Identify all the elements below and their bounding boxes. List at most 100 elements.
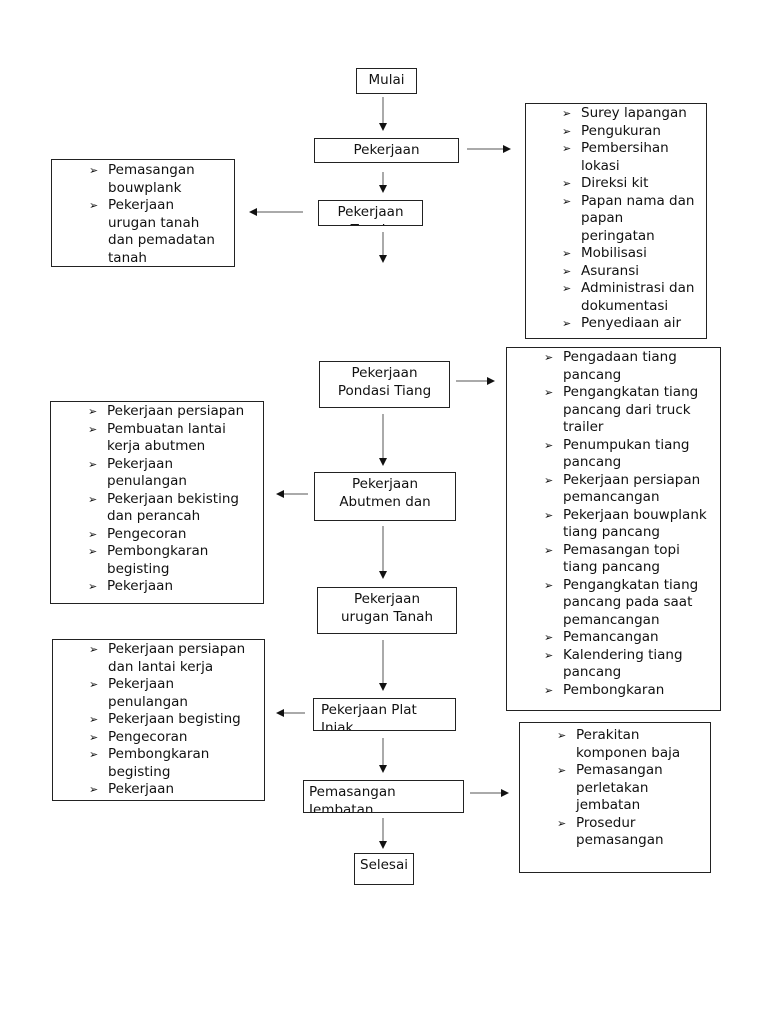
list-item-text: Pekerjaan urugan tanah dan pemadatan tan… xyxy=(108,197,215,266)
start-node: Mulai xyxy=(356,68,417,94)
list-item: ➢Mobilisasi xyxy=(562,245,698,263)
list-box-abutmen: ➢ Pekerjaan persiapan ➢ Pembuatan lantai ke… xyxy=(50,401,264,604)
list-item-text: Pekerjaan persiapan xyxy=(107,403,245,419)
list-item-text: Mobilisasi xyxy=(581,245,647,261)
list-item: ➢Pekerjaan penulangan xyxy=(88,455,257,491)
end-label: Selesai xyxy=(360,857,408,873)
list-item-text: Pekerjaan bekisting dan perancah xyxy=(107,490,239,525)
urugan-label: Pekerjaan urugan Tanah xyxy=(340,591,434,625)
list-item: ➢Pekerjaan xyxy=(88,578,257,596)
list-item-text: Pekerjaan penulangan xyxy=(107,455,187,490)
list-item-text: Pembersihan lokasi xyxy=(581,140,669,174)
arrowhead-bullet-icon: ➢ xyxy=(88,545,98,558)
arrowhead-bullet-icon: ➢ xyxy=(544,438,554,452)
list-item: ➢Pekerjaan begisting xyxy=(89,711,258,729)
list-item-text: Pekerjaan persiapan pemancangan xyxy=(563,471,701,506)
pekerjaan-label: Pekerjaan xyxy=(353,142,420,158)
urugan-node: Pekerjaan urugan Tanah xyxy=(317,587,457,634)
list-item-text: Perakitan komponen baja xyxy=(576,727,681,761)
arrowhead-bullet-icon: ➢ xyxy=(89,643,99,656)
pondasi-node: Pekerjaan Pondasi Tiang xyxy=(319,361,450,408)
jembatan-label: Pemasangan Jembatan xyxy=(309,784,396,813)
list-item-text: Pembongkaran xyxy=(563,681,665,698)
list-item-text: Pekerjaan penulangan xyxy=(108,676,188,710)
arrowhead-bullet-icon: ➢ xyxy=(544,631,554,644)
list-item: ➢Pengecoran xyxy=(88,526,257,544)
jembatan-node: Pemasangan Jembatan xyxy=(303,780,464,813)
bullet-list-abutmen: ➢ Pekerjaan persiapan ➢ Pembuatan lantai ke… xyxy=(88,403,257,596)
list-box-persiapan: ➢Surey lapangan➢Pengukuran➢Pembersihan l… xyxy=(525,103,707,339)
list-item-text: Kalendering tiang pancang xyxy=(563,646,683,681)
arrowhead-bullet-icon: ➢ xyxy=(562,282,572,295)
arrowhead-bullet-icon: ➢ xyxy=(562,264,572,278)
list-item: ➢ Pekerjaan urugan tanah dan pemadatan ta… xyxy=(89,197,226,266)
list-item: ➢Pemasangan perletakan jembatan xyxy=(557,762,700,815)
list-item-text: Pekerjaan persiapan dan lantai kerja xyxy=(108,641,246,675)
list-item: ➢ Penumpukan tiang pancang xyxy=(544,436,712,472)
tanah-node: Pekerjaan Tanah xyxy=(318,200,423,226)
list-item: ➢ Direksi kit xyxy=(562,175,698,193)
list-item: ➢Pengecoran xyxy=(89,729,258,747)
list-box-plat: ➢Pekerjaan persiapan dan lantai kerja➢Pe… xyxy=(52,639,265,801)
list-item-text: Pembuatan lantai kerja abutmen xyxy=(107,420,226,455)
arrowhead-bullet-icon: ➢ xyxy=(562,194,572,208)
list-item-text: Pekerjaan xyxy=(108,781,175,797)
arrowhead-bullet-icon: ➢ xyxy=(544,683,554,697)
arrowhead-bullet-icon: ➢ xyxy=(89,678,99,691)
arrowhead-bullet-icon: ➢ xyxy=(544,508,554,522)
arrowhead-bullet-icon: ➢ xyxy=(562,124,572,138)
list-item: ➢ Pembongkaran xyxy=(544,681,712,700)
list-item: ➢ Pekerjaan bouwplank tiang pancang xyxy=(544,506,712,542)
list-item-text: Pengangkatan tiang pancang dari truck tr… xyxy=(563,384,699,435)
list-item: ➢ Pembuatan lantai kerja abutmen xyxy=(88,420,257,456)
arrowhead-bullet-icon: ➢ xyxy=(557,729,567,742)
list-item: ➢ Pengangkatan tiang pancang dari truck t… xyxy=(544,384,712,437)
start-label: Mulai xyxy=(368,72,405,88)
list-item-text: Penumpukan tiang pancang xyxy=(563,436,690,471)
arrowhead-bullet-icon: ➢ xyxy=(544,578,554,592)
arrowhead-bullet-icon: ➢ xyxy=(89,730,99,744)
list-item: ➢ Pekerjaan persiapan dan lantai kerja xyxy=(89,641,258,676)
arrowhead-bullet-icon: ➢ xyxy=(89,199,99,212)
list-item: ➢Pemasangan bouwplank xyxy=(89,162,226,197)
arrowhead-bullet-icon: ➢ xyxy=(88,527,98,541)
list-item-text: Pekerjaan bouwplank tiang pancang xyxy=(563,506,707,541)
list-item: ➢Penyediaan air xyxy=(562,315,698,333)
list-item-text: Papan nama dan papan peringatan xyxy=(581,192,695,244)
bullet-list-tanah: ➢Pemasangan bouwplank ➢ Pekerjaan urugan t… xyxy=(89,162,226,266)
arrowhead-bullet-icon: ➢ xyxy=(544,386,554,399)
list-item: ➢ Pekerjaan persiapan pemancangan xyxy=(544,471,712,507)
list-item: ➢ Pekerjaan xyxy=(89,781,258,799)
list-box-pondasi: ➢ Pengadaan tiang pancang ➢ Pengangkatan ti… xyxy=(506,347,721,711)
bullet-list-pondasi: ➢ Pengadaan tiang pancang ➢ Pengangkatan ti… xyxy=(544,349,712,700)
list-item-text: Pekerjaan begisting xyxy=(108,711,241,727)
bullet-list-plat: ➢Pekerjaan persiapan dan lantai kerja➢Pe… xyxy=(89,641,258,799)
list-item: ➢Asuransi xyxy=(562,263,698,281)
list-item: ➢Kalendering tiang pancang xyxy=(544,646,712,682)
list-item-text: Penyediaan air xyxy=(581,315,682,331)
list-item: ➢ Pengangkatan tiang pancang pada saat pe… xyxy=(544,576,712,630)
plat-node: Pekerjaan Plat Injak xyxy=(313,698,456,731)
list-item-text: Pemasangan perletakan jembatan xyxy=(576,762,663,813)
arrowhead-bullet-icon: ➢ xyxy=(89,748,99,761)
list-item: ➢ Perakitan komponen baja xyxy=(557,727,700,762)
list-item: ➢ Administrasi dan dokumentasi xyxy=(562,280,698,315)
list-item-text: Pengadaan tiang pancang xyxy=(563,349,677,383)
arrowhead-bullet-icon: ➢ xyxy=(562,177,572,190)
arrowhead-bullet-icon: ➢ xyxy=(89,783,99,796)
list-item-text: Direksi kit xyxy=(581,175,649,191)
list-item-text: Pengangkatan tiang pancang pada saat pem… xyxy=(563,576,699,628)
bullet-list-jembatan: ➢ Perakitan komponen baja➢Pemasangan perl… xyxy=(557,727,700,850)
plat-label: Pekerjaan Plat Injak xyxy=(321,702,417,731)
pondasi-label: Pekerjaan Pondasi Tiang xyxy=(337,365,432,399)
arrowhead-bullet-icon: ➢ xyxy=(544,473,554,487)
list-item: ➢Pembongkaran begisting xyxy=(88,543,257,578)
arrowhead-bullet-icon: ➢ xyxy=(544,543,554,557)
list-item-text: Pemasangan bouwplank xyxy=(108,162,195,196)
list-item-text: Administrasi dan dokumentasi xyxy=(581,280,695,314)
arrowhead-bullet-icon: ➢ xyxy=(88,492,98,506)
arrowhead-bullet-icon: ➢ xyxy=(88,422,98,436)
list-item-text: Pekerjaan xyxy=(107,578,174,594)
end-node: Selesai xyxy=(354,853,414,885)
